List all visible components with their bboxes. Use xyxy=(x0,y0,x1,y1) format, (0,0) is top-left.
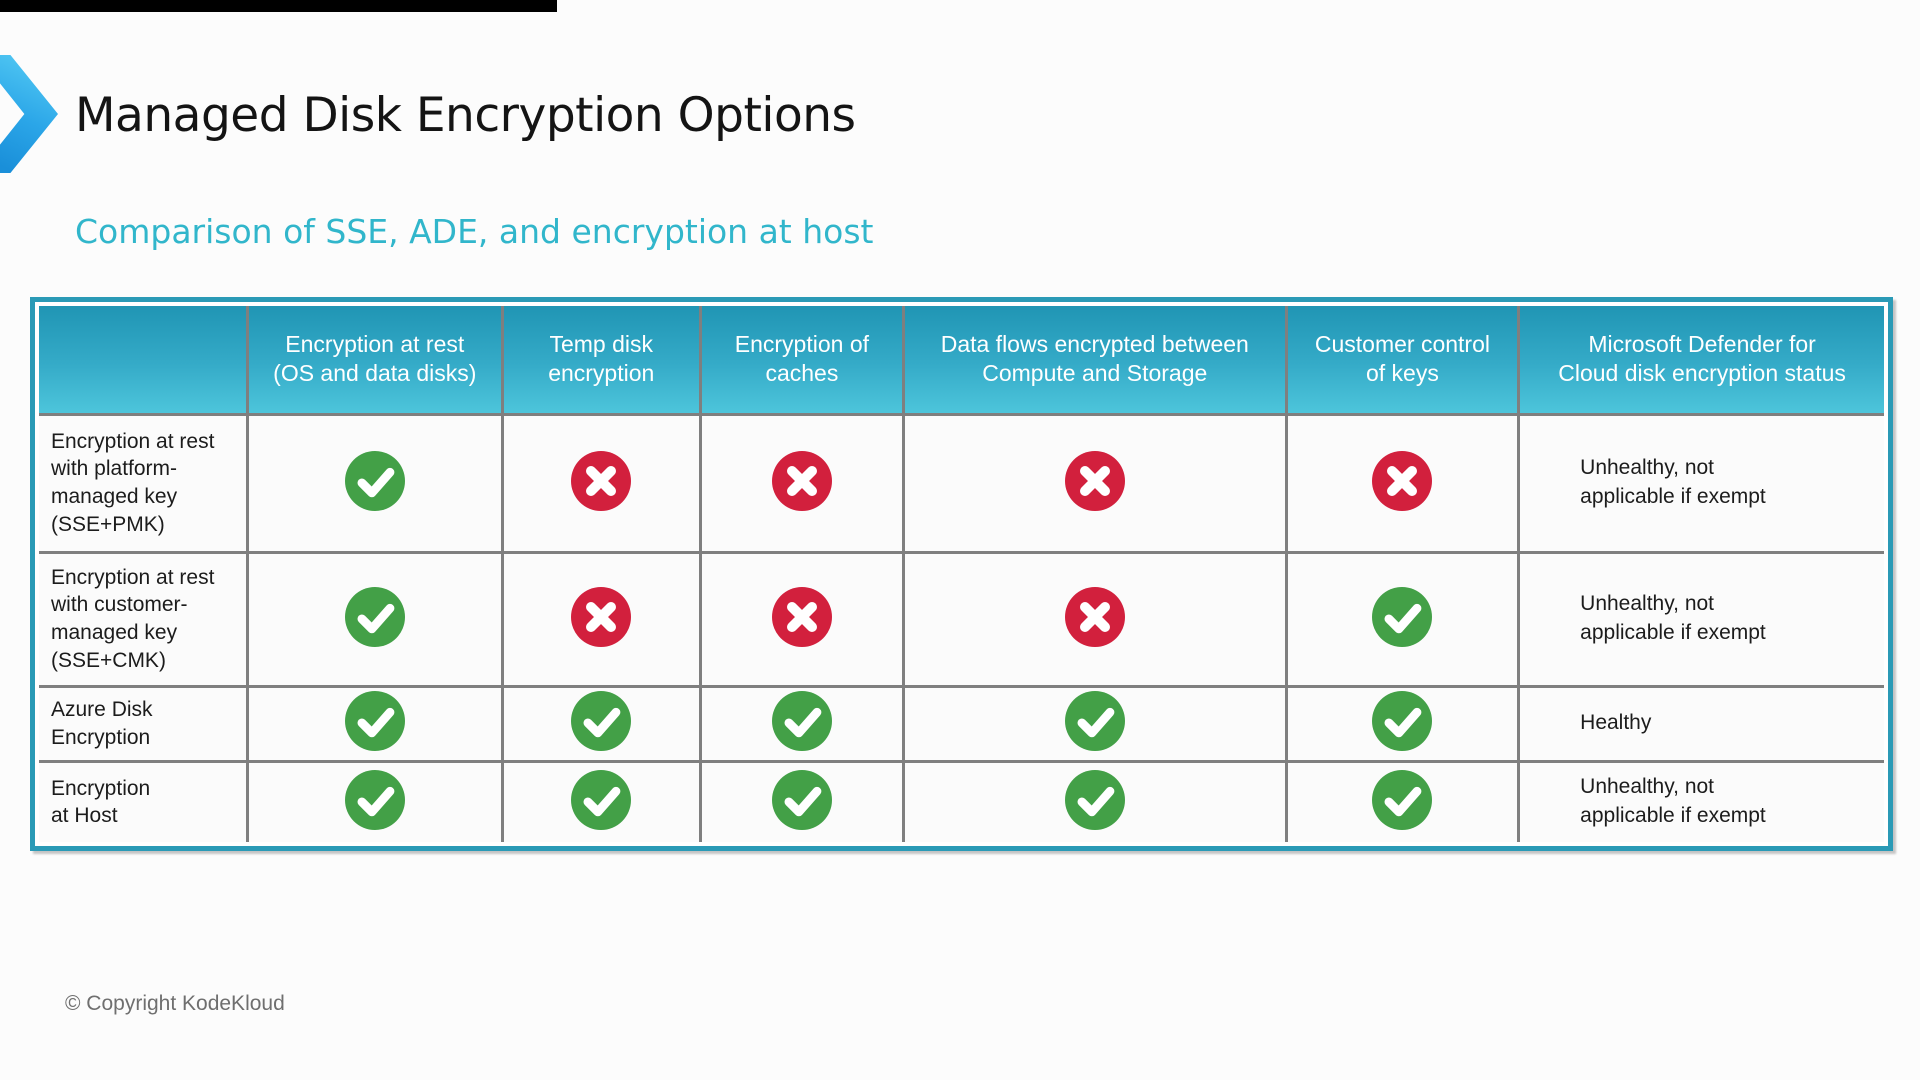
table-row: Encryption at Host Unhealthy, not applica… xyxy=(39,759,1884,842)
cross-cell xyxy=(500,550,702,688)
check-circle-icon xyxy=(771,769,832,830)
top-bar xyxy=(0,0,557,12)
cross-circle-icon xyxy=(1372,450,1433,511)
check-circle-icon xyxy=(1064,691,1125,751)
check-cell xyxy=(500,684,702,763)
check-circle-icon xyxy=(1372,691,1433,751)
defender-status-text: Unhealthy, not applicable if exempt xyxy=(1517,550,1884,688)
check-cell xyxy=(901,684,1288,763)
check-circle-icon xyxy=(1372,586,1433,647)
row-label: Encryption at Host xyxy=(39,759,249,842)
copyright-text: © Copyright KodeKloud xyxy=(65,992,285,1015)
check-cell xyxy=(500,759,702,842)
cross-cell xyxy=(901,550,1288,688)
cross-circle-icon xyxy=(571,450,632,511)
check-circle-icon xyxy=(344,769,405,830)
check-cell xyxy=(245,550,504,688)
column-header-temp-disk: Temp disk encryption xyxy=(500,306,702,416)
check-cell xyxy=(245,759,504,842)
defender-status-text: Unhealthy, not applicable if exempt xyxy=(1517,412,1884,554)
cross-circle-icon xyxy=(1064,450,1125,511)
column-header-caches: Encryption of caches xyxy=(698,306,905,416)
column-header-customer-control: Customer control of keys xyxy=(1284,306,1521,416)
cross-circle-icon xyxy=(1064,586,1125,647)
cross-cell xyxy=(698,412,905,554)
row-label: Encryption at rest with platform- manage… xyxy=(39,412,249,554)
cross-cell xyxy=(500,412,702,554)
cross-cell xyxy=(698,550,905,688)
comparison-table: Encryption at rest (OS and data disks) T… xyxy=(39,306,1884,842)
cross-circle-icon xyxy=(571,586,632,647)
check-cell xyxy=(698,759,905,842)
column-header-defender-status: Microsoft Defender for Cloud disk encryp… xyxy=(1517,306,1884,416)
table-row: Encryption at rest with customer- manage… xyxy=(39,550,1884,688)
column-header-encryption-at-rest: Encryption at rest (OS and data disks) xyxy=(245,306,504,416)
table-row: Azure Disk Encryption Healthy xyxy=(39,684,1884,763)
check-cell xyxy=(698,684,905,763)
table-header-row: Encryption at rest (OS and data disks) T… xyxy=(39,306,1884,416)
column-header-data-flows: Data flows encrypted between Compute and… xyxy=(901,306,1288,416)
check-circle-icon xyxy=(344,450,405,511)
check-circle-icon xyxy=(771,691,832,751)
check-cell xyxy=(1284,684,1521,763)
check-circle-icon xyxy=(344,586,405,647)
chevron-right-icon xyxy=(0,55,58,173)
check-cell xyxy=(1284,759,1521,842)
column-header-blank xyxy=(39,306,249,416)
cross-cell xyxy=(901,412,1288,554)
table-row: Encryption at rest with platform- manage… xyxy=(39,412,1884,554)
row-label: Azure Disk Encryption xyxy=(39,684,249,763)
check-circle-icon xyxy=(1064,769,1125,830)
cross-circle-icon xyxy=(771,586,832,647)
check-circle-icon xyxy=(1372,769,1433,830)
defender-status-text: Healthy xyxy=(1517,684,1884,763)
check-circle-icon xyxy=(571,769,632,830)
page-subtitle: Comparison of SSE, ADE, and encryption a… xyxy=(75,212,874,251)
table-body: Encryption at rest with platform- manage… xyxy=(39,412,1884,842)
defender-status-text: Unhealthy, not applicable if exempt xyxy=(1517,759,1884,842)
comparison-table-frame: Encryption at rest (OS and data disks) T… xyxy=(30,297,1893,851)
check-circle-icon xyxy=(571,691,632,751)
check-cell xyxy=(245,684,504,763)
check-cell xyxy=(901,759,1288,842)
cross-circle-icon xyxy=(771,450,832,511)
check-cell xyxy=(245,412,504,554)
check-circle-icon xyxy=(344,691,405,751)
row-label: Encryption at rest with customer- manage… xyxy=(39,550,249,688)
cross-cell xyxy=(1284,412,1521,554)
page-title: Managed Disk Encryption Options xyxy=(75,88,856,143)
check-cell xyxy=(1284,550,1521,688)
